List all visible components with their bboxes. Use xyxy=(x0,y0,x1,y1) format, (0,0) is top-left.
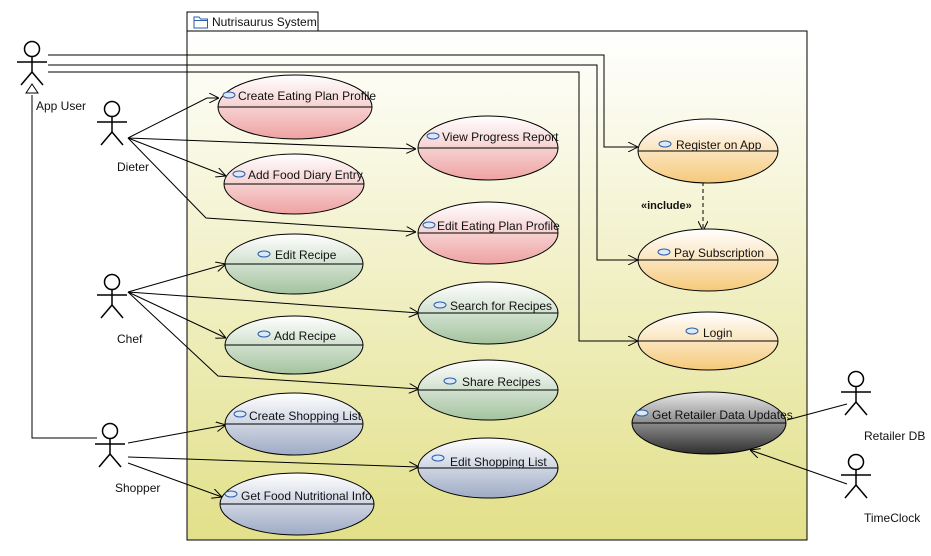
actor-retailer-db[interactable] xyxy=(841,370,871,416)
actor-dieter[interactable] xyxy=(97,100,127,146)
use-case-icon xyxy=(426,132,440,140)
use-case-icon xyxy=(422,221,436,229)
assoc-retailerdb-updates xyxy=(786,403,848,421)
assoc-appuser-pay xyxy=(48,64,638,260)
use-case-label: Edit Shopping List xyxy=(450,455,547,469)
system-title: Nutrisaurus System xyxy=(212,15,317,29)
use-case-view-progress-report[interactable]: View Progress Report xyxy=(417,115,559,181)
actor-label-dieter: Dieter xyxy=(117,160,149,174)
include-label: «include» xyxy=(641,200,692,212)
assoc-shopper-nutrition xyxy=(127,462,222,497)
use-case-label: Edit Eating Plan Profile xyxy=(437,219,560,233)
use-case-label: Edit Recipe xyxy=(275,248,337,262)
use-case-icon xyxy=(443,377,457,385)
assoc-shopper-edit-list xyxy=(127,456,419,467)
stick-figure-icon xyxy=(17,40,47,86)
actor-shopper[interactable] xyxy=(95,422,125,468)
use-case-label: Share Recipes xyxy=(462,375,541,389)
generalization-arrowhead xyxy=(25,83,39,94)
assoc-appuser-register xyxy=(48,54,638,147)
use-case-icon xyxy=(232,170,246,178)
actor-chef[interactable] xyxy=(97,273,127,319)
actor-timeclock[interactable] xyxy=(841,453,871,499)
use-case-icon xyxy=(685,327,699,335)
generalization-line xyxy=(31,95,97,439)
use-case-share-recipes[interactable]: Share Recipes xyxy=(417,359,559,421)
use-case-icon xyxy=(658,140,672,148)
use-case-label: Add Recipe xyxy=(274,329,336,343)
actor-label-shopper: Shopper xyxy=(115,481,160,495)
use-case-label: Get Retailer Data Updates xyxy=(652,408,793,422)
use-case-icon xyxy=(257,250,271,258)
assoc-appuser-login xyxy=(48,71,638,341)
actor-label-retailer-db: Retailer DB xyxy=(864,429,925,443)
use-case-edit-recipe[interactable]: Edit Recipe xyxy=(224,233,364,295)
assoc-timeclock-updates xyxy=(750,450,848,485)
assoc-chef-search xyxy=(127,291,419,313)
assoc-shopper-create-list xyxy=(127,425,226,444)
actor-label-app-user: App User xyxy=(36,99,86,113)
use-case-create-shopping-list[interactable]: Create Shopping List xyxy=(224,392,364,456)
actor-label-chef: Chef xyxy=(117,332,143,346)
use-case-label: Create Eating Plan Profile xyxy=(238,89,376,103)
use-case-label: Get Food Nutritional Info xyxy=(241,489,372,503)
assoc-dieter-edit-plan xyxy=(127,137,416,232)
assoc-dieter-diary xyxy=(127,137,226,176)
assoc-dieter-progress xyxy=(127,137,416,149)
use-case-icon xyxy=(233,410,247,418)
use-case-icon xyxy=(431,454,445,462)
use-case-edit-eating-plan-profile[interactable]: Edit Eating Plan Profile xyxy=(417,201,560,265)
stick-figure-icon xyxy=(97,273,127,319)
use-case-icon xyxy=(657,248,671,256)
use-case-add-food-diary-entry[interactable]: Add Food Diary Entry xyxy=(223,153,365,215)
use-case-icon xyxy=(257,330,271,338)
stick-figure-icon xyxy=(97,100,127,146)
use-case-label: View Progress Report xyxy=(442,130,559,144)
use-case-add-recipe[interactable]: Add Recipe xyxy=(224,315,364,375)
actor-label-timeclock: TimeClock xyxy=(864,511,921,525)
use-case-pay-subscription[interactable]: Pay Subscription xyxy=(637,228,779,292)
use-case-icon xyxy=(635,409,649,417)
connectors xyxy=(31,54,848,497)
use-case-get-retailer-data-updates[interactable]: Get Retailer Data Updates xyxy=(631,391,793,455)
use-case-get-food-nutritional-info[interactable]: Get Food Nutritional Info xyxy=(219,472,375,536)
use-case-label: Pay Subscription xyxy=(674,246,764,260)
assoc-chef-edit-recipe xyxy=(127,264,226,293)
use-case-edit-shopping-list[interactable]: Edit Shopping List xyxy=(417,437,559,499)
folder-icon xyxy=(193,16,208,29)
use-case-label: Create Shopping List xyxy=(249,409,362,423)
use-case-label: Search for Recipes xyxy=(450,299,552,313)
stick-figure-icon xyxy=(841,370,871,416)
use-case-label: Register on App xyxy=(676,138,762,152)
use-case-icon xyxy=(433,301,447,309)
use-case-login[interactable]: Login xyxy=(637,311,779,371)
assoc-chef-share xyxy=(127,291,419,389)
assoc-dieter-create-plan xyxy=(127,98,219,139)
use-case-label: Login xyxy=(703,326,732,340)
use-case-label: Add Food Diary Entry xyxy=(248,168,363,182)
actor-app-user[interactable] xyxy=(17,40,47,86)
use-case-search-for-recipes[interactable]: Search for Recipes xyxy=(417,281,559,345)
use-case-create-eating-plan-profile[interactable]: Create Eating Plan Profile xyxy=(217,74,376,140)
use-case-icon xyxy=(222,91,236,99)
use-case-icon xyxy=(224,490,238,498)
assoc-chef-add-recipe xyxy=(127,291,226,338)
stick-figure-icon xyxy=(95,422,125,468)
use-case-register-on-app[interactable]: Register on App xyxy=(637,118,779,184)
stick-figure-icon xyxy=(841,453,871,499)
